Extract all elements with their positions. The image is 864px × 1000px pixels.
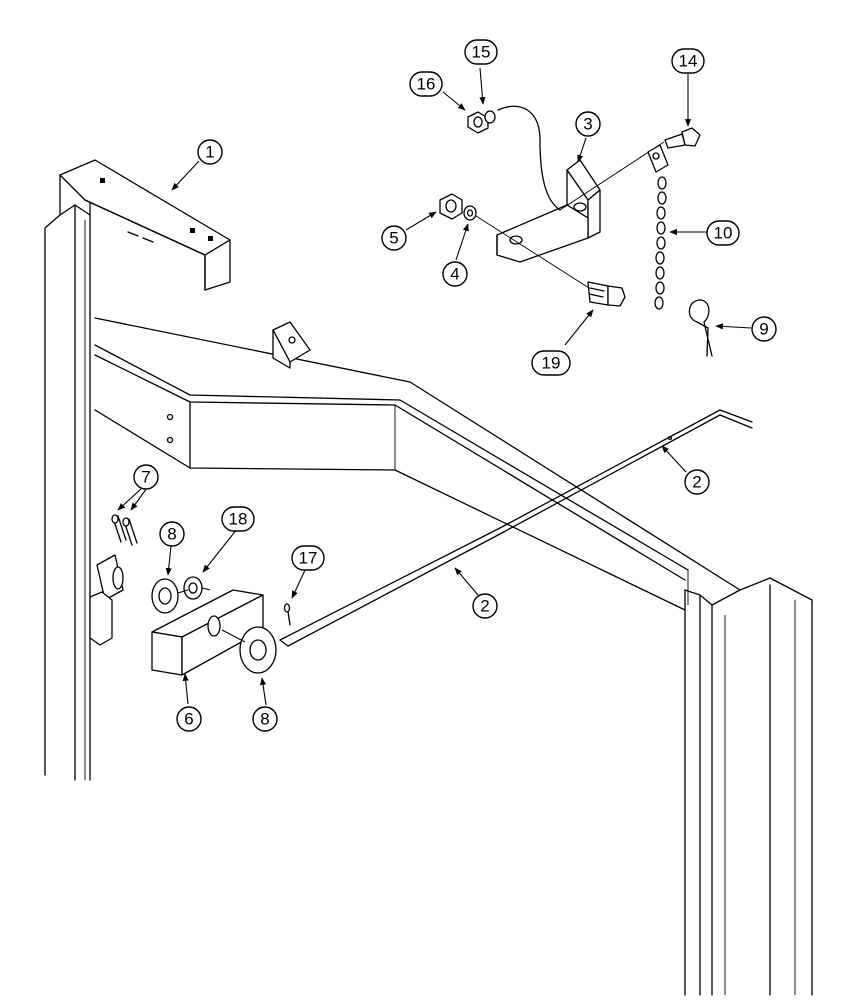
callout-label: 8 <box>167 525 176 544</box>
hairpin-clip-part-9 <box>688 299 713 357</box>
callout-2-upper: 2 <box>684 469 710 495</box>
callout-8-upper: 8 <box>159 521 185 547</box>
bolt-part-14 <box>559 127 701 211</box>
callout-label: 2 <box>480 597 489 616</box>
callout-label: 10 <box>714 224 733 243</box>
chain-part-10 <box>647 144 669 310</box>
callout-3: 3 <box>575 111 601 137</box>
callout-5: 5 <box>381 225 407 251</box>
post-plate <box>89 591 113 646</box>
callout-1: 1 <box>197 139 223 165</box>
callout-label: 4 <box>450 265 459 284</box>
leader-lines <box>117 67 752 706</box>
callout-8-lower: 8 <box>252 706 278 732</box>
callout-label: 2 <box>692 473 701 492</box>
callout-label: 1 <box>205 143 214 162</box>
callout-17: 17 <box>291 545 325 571</box>
washers <box>151 576 277 674</box>
callout-label: 3 <box>583 115 592 134</box>
callout-15: 15 <box>464 39 498 65</box>
callout-9: 9 <box>751 316 777 342</box>
callout-label: 19 <box>542 354 561 373</box>
mounting-bracket-part-3 <box>496 159 601 263</box>
callout-14: 14 <box>671 48 705 74</box>
callout-19: 19 <box>531 350 571 376</box>
callout-label: 5 <box>389 229 398 248</box>
callout-label: 15 <box>472 43 491 62</box>
beam-tab <box>272 321 311 369</box>
callout-7: 7 <box>133 464 159 490</box>
callout-10: 10 <box>706 220 740 246</box>
callout-label: 17 <box>299 549 318 568</box>
callout-4: 4 <box>442 261 468 287</box>
right-upright-post <box>684 577 813 996</box>
callout-18: 18 <box>221 506 255 532</box>
block-part-6 <box>151 589 264 676</box>
callout-16: 16 <box>409 71 443 97</box>
callout-6: 6 <box>176 706 202 732</box>
nut-and-washer <box>467 105 561 211</box>
callout-label: 7 <box>141 468 150 487</box>
angle-bracket-part-1 <box>59 159 231 291</box>
latch-rod-part-2 <box>279 409 753 647</box>
callout-label: 16 <box>417 75 436 94</box>
callout-label: 14 <box>679 52 698 71</box>
callout-label: 8 <box>260 710 269 729</box>
crossbeam <box>94 317 741 611</box>
callout-label: 9 <box>759 320 768 339</box>
hex-nut-part-5 <box>439 193 463 220</box>
cotter-pins-part-7 <box>96 514 138 601</box>
callout-label: 18 <box>229 510 248 529</box>
left-upright-post <box>44 174 91 781</box>
bolt-part-19 <box>587 281 626 307</box>
pin-part-17 <box>283 603 291 626</box>
callout-label: 6 <box>184 710 193 729</box>
lock-washer-part-4 <box>463 205 477 221</box>
callout-2-lower: 2 <box>472 593 498 619</box>
